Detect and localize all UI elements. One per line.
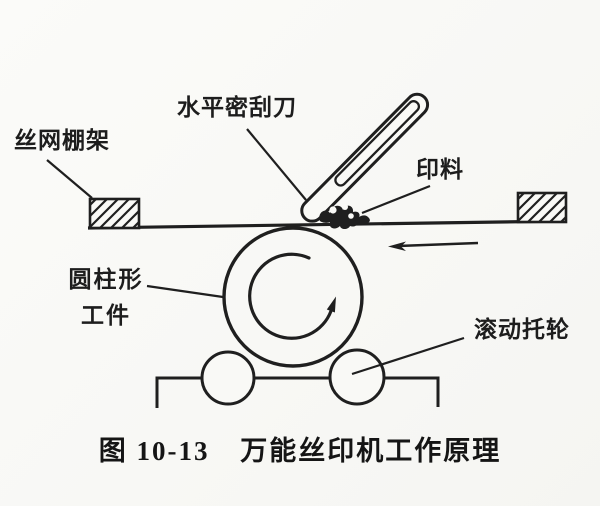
figure-caption-title: 万能丝印机工作原理 <box>240 436 502 466</box>
screen-frame-block-right <box>516 191 568 224</box>
leader-support-roller <box>351 336 465 376</box>
screen-mesh-line <box>87 219 568 230</box>
leader-screen-frame <box>46 159 93 199</box>
leader-ink <box>361 184 431 215</box>
hatch-lines <box>517 192 567 223</box>
hatch-lines <box>89 198 140 229</box>
figure-caption: 图 10-13 万能丝印机工作原理 <box>0 429 600 468</box>
support-roller-left-wheel <box>200 350 256 406</box>
squeegee-handle-slot <box>334 100 421 187</box>
support-bracket <box>155 376 440 408</box>
ink-blob <box>319 204 370 229</box>
label-squeegee: 水平密刮刀 <box>177 94 297 120</box>
label-workpiece-line1: 圆柱形 <box>68 266 144 292</box>
label-workpiece: 圆柱形 工件 <box>63 261 149 333</box>
figure-caption-number: 图 10-13 <box>98 436 210 466</box>
label-support-roller: 滚动托轮 <box>474 316 570 342</box>
screen-motion-arrow <box>388 241 479 251</box>
label-workpiece-line2: 工件 <box>81 302 131 328</box>
squeegee-blade <box>300 92 430 223</box>
leader-workpiece <box>146 284 224 299</box>
ink-blob-tail <box>355 215 370 225</box>
screen-frame-block-left <box>88 197 141 230</box>
label-ink: 印料 <box>416 156 464 182</box>
leader-squeegee <box>246 128 307 201</box>
rotation-arrow <box>248 252 336 340</box>
support-roller-right-wheel <box>328 348 386 406</box>
cylindrical-workpiece-circle <box>222 226 364 368</box>
label-screen-frame: 丝网棚架 <box>14 127 110 153</box>
